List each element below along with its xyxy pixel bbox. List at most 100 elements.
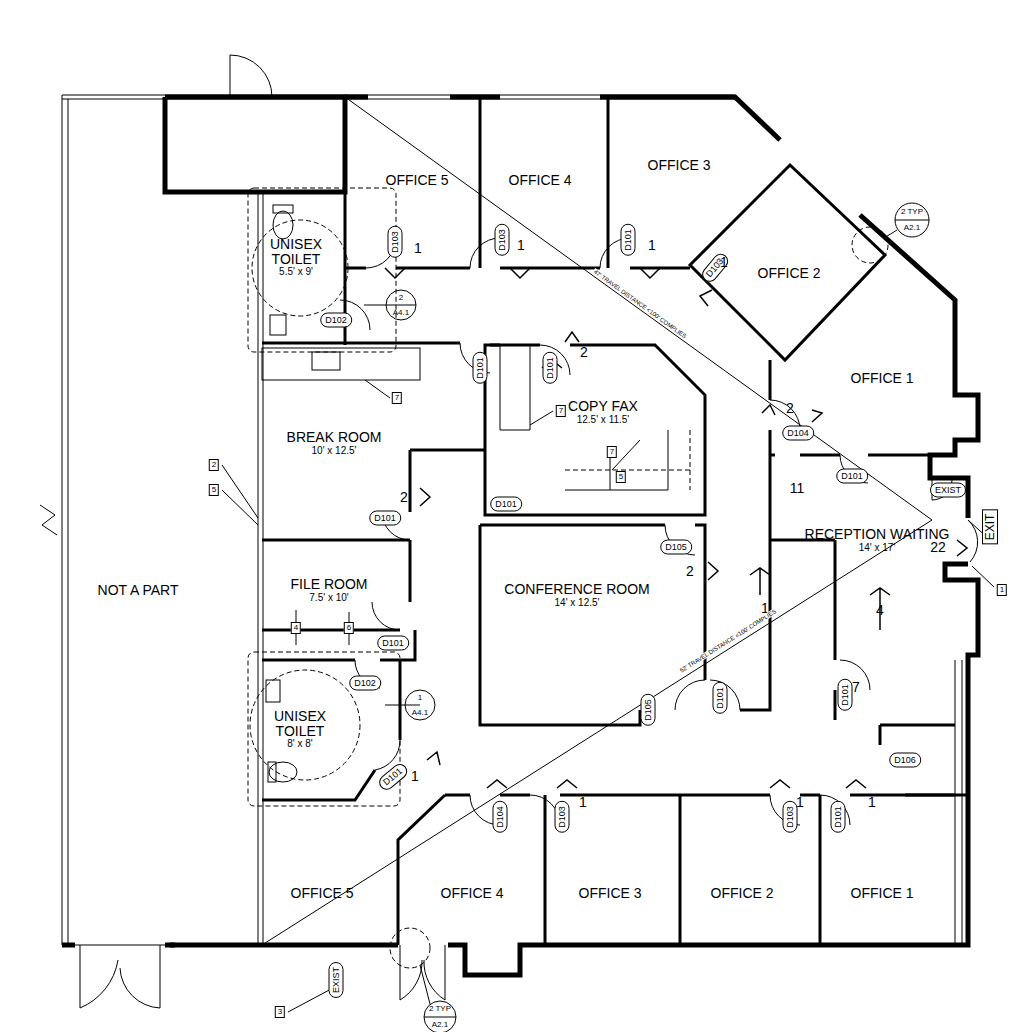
room-name: OFFICE 2 <box>757 266 820 281</box>
travel-distance-note: 47' TRAVEL DISTANCE <100' COMPLIES <box>592 268 688 340</box>
door-tag: D101 <box>543 352 558 384</box>
room-area: OFFICE 1 <box>850 371 913 386</box>
room-name: OFFICE 2 <box>710 886 773 901</box>
room-area: OFFICE 4 <box>508 173 571 188</box>
room-dimension: 5.5' x 9' <box>256 267 336 279</box>
room-dimension: 7.5' x 10' <box>290 591 367 603</box>
swing-number: 1 <box>579 795 587 809</box>
room-dimension: 14' x 12.5' <box>504 596 649 608</box>
swing-number: 1 <box>517 238 525 252</box>
callout-symbols <box>364 203 929 1032</box>
swing-number: 4 <box>876 603 884 617</box>
door-tag: D101 <box>376 761 410 793</box>
swing-number: 2 <box>400 490 408 504</box>
room-name: NOT A PART <box>98 583 179 598</box>
door-tag: D105 <box>660 540 692 555</box>
keynote-number: 5 <box>209 484 219 496</box>
swing-number: 1 <box>868 795 876 809</box>
swing-number: 1 <box>414 241 422 255</box>
keynote-number: 1 <box>997 584 1007 596</box>
swing-number: 1 <box>720 255 728 269</box>
room-name: OFFICE 1 <box>850 371 913 386</box>
detail-callout: A4.1 <box>412 709 428 717</box>
room-name: OFFICE 1 <box>850 886 913 901</box>
room-name: OFFICE 5 <box>385 173 448 188</box>
room-area: UNISEX TOILET8' x 8' <box>260 709 340 750</box>
door-tag: D105 <box>641 694 656 726</box>
keynote-number: 6 <box>344 622 354 634</box>
detail-callout: A2.1 <box>904 224 920 232</box>
room-area: OFFICE 3 <box>578 886 641 901</box>
door-tag: D103 <box>555 801 570 833</box>
door-tag: EXIST <box>329 962 344 998</box>
room-dimension: 12.5' x 11.5' <box>568 413 638 425</box>
keynote-number: 7 <box>392 392 402 404</box>
detail-callout: 2 <box>399 294 403 302</box>
swing-number: 2 <box>580 345 588 359</box>
door-tag: D103 <box>388 226 403 258</box>
detail-callout: 1 <box>418 694 422 702</box>
room-dimension: 10' x 12.5' <box>287 444 382 456</box>
swing-number: 1 <box>648 238 656 252</box>
interior-walls <box>262 97 968 945</box>
door-tag: D101 <box>836 469 868 484</box>
door-tag: D103 <box>783 801 798 833</box>
room-name: UNISEX TOILET <box>260 709 340 738</box>
travel-distance-lines <box>262 97 932 945</box>
door-tag: D101 <box>838 679 853 711</box>
room-area: CONFERENCE ROOM14' x 12.5' <box>504 582 649 609</box>
keynote-leaders <box>222 380 994 1012</box>
keynote-number: 2 <box>209 459 219 471</box>
door-tag: D101 <box>490 497 522 512</box>
door-tag: EXIST <box>930 483 966 498</box>
detail-callout: 2 TYP <box>901 208 923 216</box>
exit-sign: EXIT <box>982 510 998 545</box>
swing-arrows <box>385 268 967 788</box>
room-name: RECEPTION WAITING <box>805 527 950 542</box>
room-area: OFFICE 5 <box>290 886 353 901</box>
detail-callout: 2 TYP <box>429 1005 451 1013</box>
fixtures <box>262 205 668 782</box>
room-area: OFFICE 2 <box>710 886 773 901</box>
room-name: OFFICE 4 <box>508 173 571 188</box>
room-area: NOT A PART <box>98 583 179 598</box>
room-area: COPY FAX12.5' x 11.5' <box>568 399 638 426</box>
door-tag: D104 <box>493 801 508 833</box>
room-name: OFFICE 5 <box>290 886 353 901</box>
room-name: OFFICE 4 <box>440 886 503 901</box>
travel-distance-note: 52' TRAVEL DISTANCE <100' COMPLIES <box>678 608 778 674</box>
doors <box>80 55 990 1008</box>
keynote-number: 3 <box>275 1006 285 1018</box>
door-tag: D104 <box>782 426 814 441</box>
keynote-number: 7 <box>556 405 566 417</box>
swing-number: 1 <box>411 769 419 783</box>
door-tag: D102 <box>320 313 352 328</box>
room-area: OFFICE 2 <box>757 266 820 281</box>
break-line <box>40 505 57 535</box>
room-area: OFFICE 5 <box>385 173 448 188</box>
room-dimension: 8' x 8' <box>260 739 340 751</box>
detail-callout: A2.1 <box>432 1021 448 1029</box>
swing-number: 1 <box>796 795 804 809</box>
room-area: OFFICE 1 <box>850 886 913 901</box>
keynote-number: 7 <box>607 446 617 458</box>
room-area: OFFICE 4 <box>440 886 503 901</box>
room-name: UNISEX TOILET <box>256 237 336 266</box>
keynote-number: 5 <box>616 471 626 483</box>
door-tag: D101 <box>473 352 488 384</box>
detail-callout: A4.1 <box>393 309 409 317</box>
keynote-number: 4 <box>291 622 301 634</box>
swing-number: 22 <box>930 540 946 554</box>
swing-number: 11 <box>790 481 805 495</box>
room-name: BREAK ROOM <box>287 430 382 445</box>
swing-number: 2 <box>686 564 694 578</box>
swing-number: 7 <box>852 680 860 694</box>
room-area: RECEPTION WAITING14' x 17' <box>805 527 950 554</box>
room-area: UNISEX TOILET5.5' x 9' <box>256 237 336 278</box>
room-area: OFFICE 3 <box>647 158 710 173</box>
room-name: OFFICE 3 <box>647 158 710 173</box>
room-name: OFFICE 3 <box>578 886 641 901</box>
clearance-outlines <box>248 188 888 968</box>
door-tag: D101 <box>831 801 846 833</box>
door-tag: D106 <box>889 753 921 768</box>
